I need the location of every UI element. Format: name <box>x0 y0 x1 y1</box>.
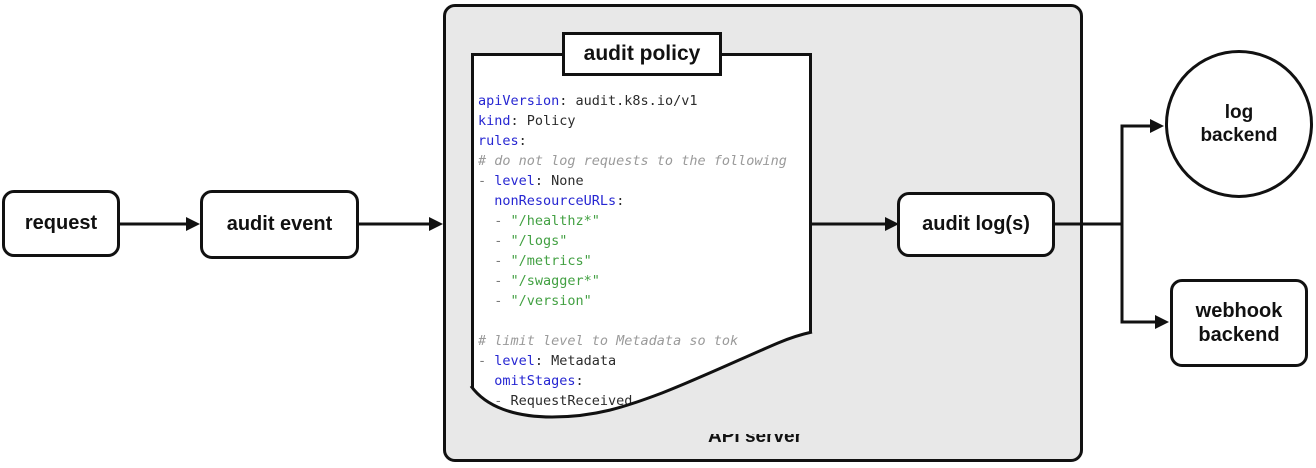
code-line: - RequestReceived <box>478 391 812 411</box>
code-token-comment: # limit level to Metadata so tok <box>478 333 739 349</box>
code-token-string: "/logs" <box>510 233 568 249</box>
code-token-dash: - <box>478 393 511 409</box>
webhook-backend-label-line2: backend <box>1198 324 1280 346</box>
code-line: - "/metrics" <box>478 251 812 271</box>
code-line: omitStages: <box>478 371 812 391</box>
arrow-branch-to-webhook-backend <box>1120 315 1169 329</box>
request-node: request <box>2 190 120 257</box>
log-backend-label-line1: log <box>1224 102 1254 123</box>
code-token-key: level <box>494 353 535 369</box>
code-token-plain: : <box>616 193 625 209</box>
arrow-audit-event-to-api-server <box>359 217 443 231</box>
audit-event-node: audit event <box>200 190 359 259</box>
code-token-key: apiVersion <box>478 93 560 109</box>
webhook-backend-label-line1: webhook <box>1195 300 1283 322</box>
code-token-string: "/swagger*" <box>510 273 600 289</box>
code-token-dash: - <box>478 213 511 229</box>
code-token-dash: - <box>478 233 511 249</box>
code-token-key: kind <box>478 113 511 129</box>
code-line: # do not log requests to the following <box>478 151 812 171</box>
arrow-request-to-audit-event <box>120 217 200 231</box>
code-token-key: level <box>494 173 535 189</box>
code-line: - level: Metadata <box>478 351 812 371</box>
audit-logs-label: audit log(s) <box>922 213 1030 235</box>
arrow-branch-to-log-backend <box>1120 119 1164 133</box>
code-token-plain <box>478 373 494 389</box>
code-line: kind: Policy <box>478 111 812 131</box>
code-line: rules: <box>478 131 812 151</box>
audit-logs-node: audit log(s) <box>897 192 1055 257</box>
code-token-plain: : <box>575 373 584 389</box>
request-label: request <box>24 212 98 234</box>
code-line: apiVersion: audit.k8s.io/v1 <box>478 91 812 111</box>
code-token-plain: : <box>518 133 527 149</box>
code-token-key: omitStages <box>494 373 576 389</box>
log-backend-label-line2: backend <box>1200 125 1278 146</box>
code-token-key: nonResourceURLs <box>494 193 617 209</box>
code-token-key: rules <box>478 133 519 149</box>
code-token-string: "/healthz*" <box>510 213 600 229</box>
code-line: - level: None <box>478 171 812 191</box>
code-token-dash: - <box>478 353 495 369</box>
audit-event-label: audit event <box>226 213 333 235</box>
log-backend-node: log backend <box>1165 50 1313 198</box>
code-token-dash: - <box>478 293 511 309</box>
code-line: - "/version" <box>478 291 812 311</box>
code-token-plain: : Metadata <box>534 353 617 369</box>
code-token-plain: : None <box>534 173 584 189</box>
code-token-string: "/version" <box>510 293 592 309</box>
code-line <box>478 311 812 331</box>
code-token-plain <box>478 193 494 209</box>
code-token-dash: - <box>478 273 511 289</box>
webhook-backend-node: webhook backend <box>1170 279 1308 367</box>
code-token-dash: - <box>478 173 495 189</box>
code-line: - "/healthz*" <box>478 211 812 231</box>
code-token-dash: - <box>478 253 511 269</box>
audit-policy-label: audit policy <box>583 42 701 65</box>
code-token-plain: RequestReceived <box>510 393 633 409</box>
code-token-string: "/metrics" <box>510 253 592 269</box>
code-line: nonResourceURLs: <box>478 191 812 211</box>
audit-policy-title-box: audit policy <box>562 32 722 76</box>
code-token-plain: : audit.k8s.io/v1 <box>559 93 698 109</box>
code-token-plain: : Policy <box>510 113 576 129</box>
code-line: - "/logs" <box>478 231 812 251</box>
code-line: - "/swagger*" <box>478 271 812 291</box>
code-line: # limit level to Metadata so tok <box>478 331 812 351</box>
code-token-comment: # do not log requests to the following <box>478 153 787 169</box>
